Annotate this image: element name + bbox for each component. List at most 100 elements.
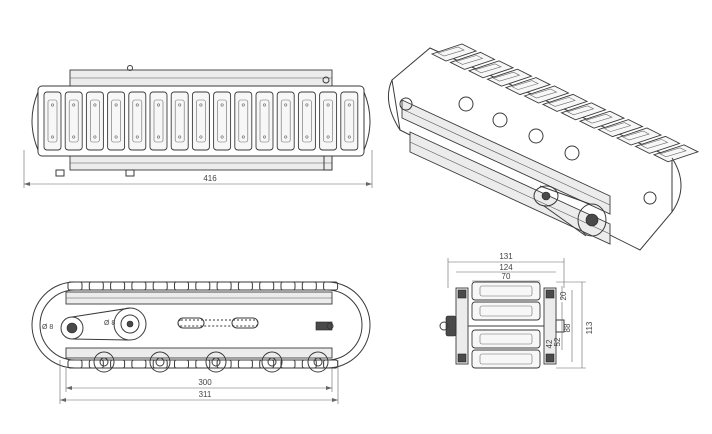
- top-pad-inner: [217, 99, 227, 143]
- top-pad: [297, 91, 316, 151]
- top-pad: [170, 91, 189, 151]
- top-pad-hole: [50, 103, 54, 107]
- chain-link-bottom: [88, 359, 104, 369]
- iso-pad: [430, 43, 478, 62]
- top-pad-hole: [305, 103, 309, 107]
- top-pad: [43, 91, 62, 151]
- top-pad-hole: [135, 103, 139, 107]
- top-pad: [213, 91, 232, 151]
- top-pad: [107, 91, 126, 151]
- chain-link-bottom: [195, 359, 211, 369]
- dim-88-label: 88: [563, 323, 572, 332]
- top-pad-inner: [344, 99, 355, 143]
- chain-link-top: [259, 281, 275, 291]
- roller-hub: [99, 357, 109, 367]
- top-pad-hole: [262, 103, 266, 107]
- sprocket-a-label: Ø 8: [42, 324, 53, 331]
- top-pad: [128, 91, 147, 151]
- dim-416-label: 416: [203, 174, 217, 183]
- iso-pad: [541, 93, 589, 112]
- chain-link-top: [131, 281, 147, 291]
- iso-pad-inner: [455, 55, 484, 65]
- chain-link-top: [174, 281, 189, 291]
- top-pad-hole: [220, 103, 224, 107]
- iso-pad-inner: [548, 97, 576, 107]
- top-pad-inner: [238, 99, 249, 143]
- top-pad: [340, 91, 359, 151]
- iso-pad-inner: [603, 122, 632, 132]
- dim-124-label: 124: [499, 263, 513, 272]
- roller: [205, 351, 227, 373]
- end-profile-left: [455, 287, 469, 365]
- top-pad-inner: [90, 99, 100, 143]
- top-pad-hole: [262, 135, 266, 139]
- chain-link-bottom: [280, 359, 296, 369]
- iso-pad: [597, 119, 644, 138]
- roller: [93, 351, 115, 373]
- iso-pad: [486, 68, 533, 87]
- roller: [149, 351, 171, 373]
- top-pad-inner: [174, 99, 185, 143]
- chain-link-top: [67, 281, 83, 291]
- dim-131-label: 131: [499, 252, 513, 261]
- dim-42-label: 42: [545, 339, 554, 348]
- iso-pad-inner: [474, 63, 502, 74]
- top-pad-inner: [302, 99, 312, 143]
- chain-link-bottom: [131, 359, 147, 369]
- iso-pad-inner: [622, 130, 650, 141]
- dim-52-label: 52: [553, 337, 562, 346]
- top-pad-inner: [68, 99, 79, 143]
- iso-pad: [652, 144, 700, 163]
- iso-pad: [449, 51, 496, 70]
- top-pad-hole: [199, 135, 203, 139]
- top-pad-hole: [135, 135, 139, 139]
- dim-311-label: 311: [199, 390, 212, 399]
- chain-link-top: [195, 281, 211, 291]
- top-pad-inner: [280, 99, 291, 143]
- chain-link-bottom: [110, 359, 126, 369]
- roller-hub: [313, 357, 323, 367]
- iso-pad-inner: [585, 113, 613, 124]
- iso-pad-inner: [437, 46, 465, 57]
- iso-pad-inner: [529, 88, 558, 99]
- iso-pad: [504, 77, 552, 96]
- iso-pad: [560, 102, 607, 121]
- iso-pad: [634, 135, 681, 154]
- top-pad-hole: [241, 135, 245, 139]
- iso-pad: [615, 127, 663, 146]
- top-pad-hole: [326, 135, 330, 139]
- top-pad: [191, 91, 210, 151]
- sprocket-b-label: Ø 8: [104, 320, 115, 327]
- end-profile-right: [543, 287, 557, 365]
- isometric-view: [387, 43, 700, 251]
- top-pad: [64, 91, 83, 151]
- chain-link-top: [88, 281, 104, 291]
- top-pad-hole: [326, 103, 330, 107]
- dim-300-label: 300: [198, 378, 212, 387]
- top-pad-inner: [111, 99, 121, 143]
- top-pad-hole: [220, 135, 224, 139]
- top-pad-inner: [47, 99, 58, 143]
- top-pad-hole: [178, 103, 182, 107]
- end-view: 131 124 70 113 88 52 42 20: [439, 252, 594, 369]
- top-pad-inner: [153, 99, 164, 143]
- side-rollers: [93, 351, 329, 373]
- chain-link-bottom: [237, 359, 253, 369]
- chain-link-bottom: [174, 359, 189, 369]
- iso-pad-inner: [640, 139, 669, 149]
- roller-hub: [155, 357, 165, 367]
- top-pad: [276, 91, 295, 151]
- side-view: Ø 8 Ø 8 300 311: [31, 281, 371, 404]
- chain-link-bottom: [323, 359, 339, 369]
- top-pad-hole: [241, 103, 245, 107]
- top-pad-hole: [347, 103, 351, 107]
- roller: [307, 351, 329, 373]
- top-pad-hole: [157, 135, 161, 139]
- top-pad: [234, 91, 253, 151]
- end-motor: [445, 315, 457, 337]
- chain-link-bottom: [152, 359, 168, 369]
- iso-pad-inner: [566, 105, 595, 116]
- top-pad-hole: [157, 103, 161, 107]
- iso-sprocket: [533, 185, 559, 207]
